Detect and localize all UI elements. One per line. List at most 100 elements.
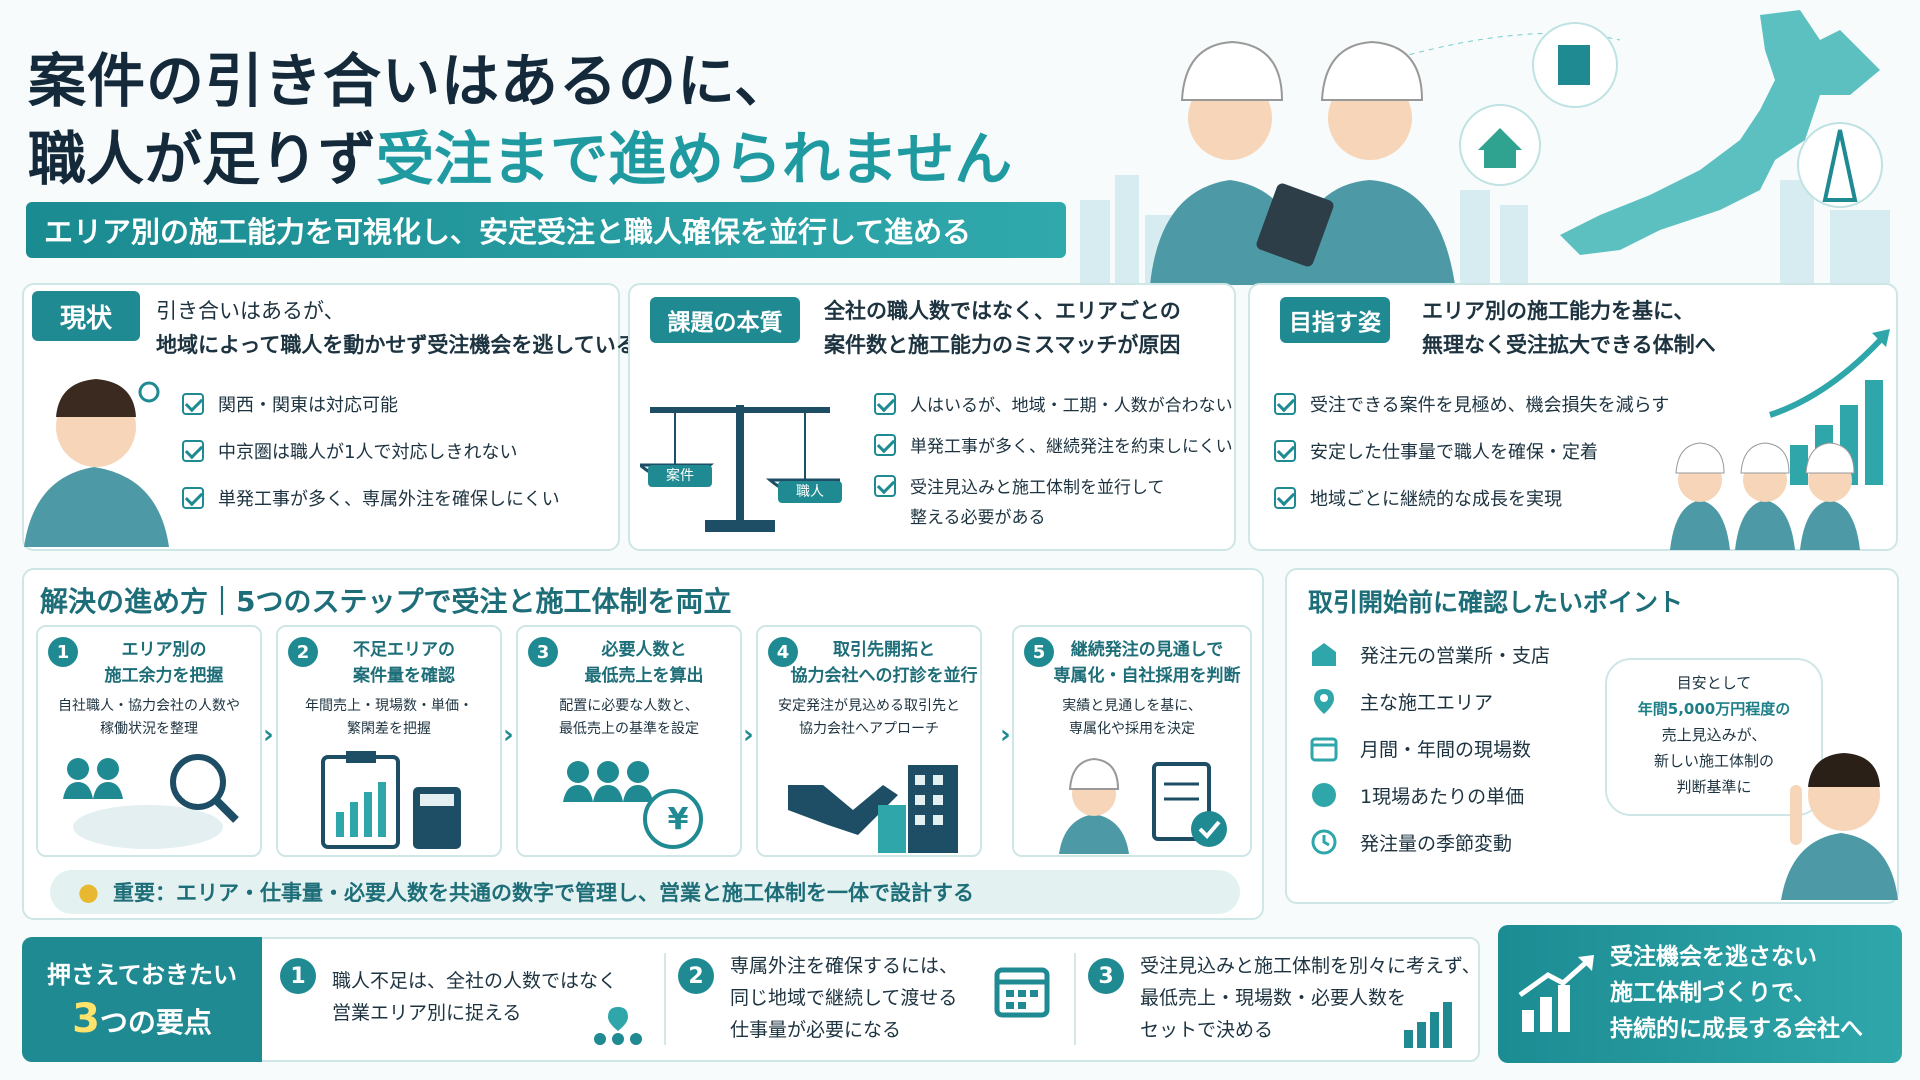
growth-team-illustration-icon — [1670, 329, 1890, 550]
check-icon — [1274, 393, 1296, 415]
page-title-line1: 案件の引き合いはあるのに、 — [28, 47, 794, 115]
key-point-number: 3 — [1088, 958, 1124, 994]
goal-check-2: 安定した仕事量で職人を確保・定着 — [1274, 438, 1598, 464]
step-card-4: 4 取引先開拓と協力会社への打診を並行 安定発注が見込める取引先と協力会社へアプ… — [756, 625, 982, 857]
bar-chart-icon — [1404, 1002, 1452, 1048]
step-arrow-icon: › — [743, 720, 754, 750]
step-arrow-icon: › — [263, 720, 274, 750]
check-icon — [1274, 440, 1296, 462]
current-tag: 現状 — [32, 291, 140, 341]
step-number: 5 — [1024, 637, 1054, 667]
scale-right-label: 職人 — [778, 481, 842, 503]
issue-line1: 全社の職人数ではなく、エリアごとの — [824, 299, 1181, 323]
step-arrow-icon: › — [1000, 720, 1011, 750]
step-desc: 実績と見通しを基に、専属化や採用を決定 — [1062, 698, 1202, 737]
key-point-3: 受注見込みと施工体制を別々に考えず、最低売上・現場数・必要人数をセットで決める — [1140, 955, 1481, 1041]
step-title: 取引先開拓と協力会社への打診を並行 — [790, 640, 978, 686]
steps-section-title: 解決の進め方｜5つのステップで受注と施工体制を両立 — [40, 585, 732, 618]
issue-check-2: 単発工事が多く、継続発注を約束しにくい — [874, 432, 1233, 457]
step-card-2: 2 不足エリアの案件量を確認 年間売上・現場数・単価・繁閑差を把握 — [276, 625, 502, 857]
current-check-2: 中京圏は職人が1人で対応しきれない — [182, 438, 517, 464]
step-number: 3 — [528, 637, 558, 667]
office-icon — [1310, 640, 1338, 668]
page-subtitle: エリア別の施工能力を可視化し、安定受注と職人確保を並行して進める — [26, 202, 1066, 258]
people-search-icon — [63, 754, 239, 849]
yen-icon: ¥ — [667, 802, 689, 837]
issue-panel: 課題の本質 全社の職人数ではなく、エリアごとの 案件数と施工能力のミスマッチが原… — [628, 283, 1236, 551]
worker-illustration-icon — [1150, 40, 1455, 285]
goal-check-3: 地域ごとに継続的な成長を実現 — [1274, 485, 1562, 511]
lightbulb-icon: ● — [78, 878, 99, 906]
step-desc: 年間売上・現場数・単価・繁閑差を把握 — [305, 698, 473, 737]
step-title: エリア別の施工余力を把握 — [104, 640, 224, 686]
point-item-5: 発注量の季節変動 — [1310, 828, 1512, 856]
pointing-worker-icon — [1781, 753, 1898, 900]
closing-message-banner: 受注機会を逃さない 施工体制づくりで、 持続的に成長する会社へ — [1498, 925, 1902, 1063]
page-title-line2: 職人が足りず受注まで進められません — [28, 125, 1013, 193]
scale-left-label: 案件 — [648, 465, 712, 487]
key-points-label: 押さえておきたい 3つの要点 — [22, 937, 262, 1062]
point-item-2: 主な施工エリア — [1310, 687, 1493, 715]
current-line1: 引き合いはあるが、 — [156, 299, 345, 323]
step-card-5: 5 継続発注の見通しで専属化・自社採用を判断 実績と見通しを基に、専属化や採用を… — [1012, 625, 1252, 857]
clipboard-calculator-icon — [321, 751, 461, 849]
check-icon — [182, 487, 204, 509]
step-desc: 配置に必要な人数と、最低売上の基準を設定 — [559, 698, 699, 737]
house-icon — [1478, 128, 1522, 168]
key-point-2: 専属外注を確保するには、同じ地域で継続して渡せる仕事量が必要になる — [730, 955, 959, 1041]
key-point-number: 1 — [280, 958, 316, 994]
handshake-building-icon — [788, 765, 958, 853]
divider — [1074, 953, 1076, 1045]
calendar-icon — [994, 967, 1050, 1018]
important-note: ●重要：エリア・仕事量・必要人数を共通の数字で管理し、営業と施工体制を一体で設計… — [50, 870, 1240, 914]
step-title: 必要人数と最低売上を算出 — [584, 640, 704, 686]
thinking-worker-icon — [24, 379, 169, 547]
point-item-1: 発注元の営業所・支店 — [1310, 640, 1550, 668]
key-point-1: 職人不足は、全社の人数ではなく営業エリア別に捉える — [332, 970, 618, 1024]
step-arrow-icon: › — [503, 720, 514, 750]
header-illustration — [1080, 10, 1890, 285]
check-icon — [874, 392, 896, 415]
growth-chart-icon — [1518, 955, 1594, 1032]
calendar-icon — [1310, 734, 1338, 762]
check-icon — [182, 393, 204, 415]
issue-line2: 案件数と施工能力のミスマッチが原因 — [824, 333, 1181, 357]
step-card-1: 1 エリア別の施工余力を把握 自社職人・協力会社の人数や稼働状況を整理 — [36, 625, 262, 857]
goal-tag: 目指す姿 — [1280, 297, 1390, 343]
divider — [664, 953, 666, 1045]
current-line2: 地域によって職人を動かせず受注機会を逃している — [156, 333, 637, 357]
clock-icon — [1310, 828, 1338, 856]
step-card-3: 3 必要人数と最低売上を算出 配置に必要な人数と、最低売上の基準を設定 ¥ — [516, 625, 742, 857]
issue-tag: 課題の本質 — [650, 297, 800, 343]
step-number: 4 — [768, 637, 798, 667]
point-item-3: 月間・年間の現場数 — [1310, 734, 1531, 762]
issue-check-3: 受注見込みと施工体制を並行して — [874, 473, 1165, 498]
worker-document-icon — [1059, 757, 1227, 854]
check-points-title: 取引開始前に確認したいポイント — [1308, 588, 1684, 617]
goal-line2: 無理なく受注拡大できる体制へ — [1422, 333, 1716, 357]
team-location-icon — [594, 1007, 642, 1045]
point-item-4: 1現場あたりの単価 — [1310, 781, 1524, 809]
current-status-panel: 現状 引き合いはあるが、 地域によって職人を動かせず受注機会を逃している 関西・… — [22, 283, 637, 551]
city-skyline-icon — [1080, 175, 1890, 285]
check-icon — [874, 474, 896, 497]
map-pin-icon — [1310, 687, 1338, 715]
tablet-icon — [1256, 183, 1334, 267]
step-desc: 安定発注が見込める取引先と協力会社へアプローチ — [778, 698, 960, 737]
check-icon — [874, 433, 896, 456]
goal-check-1: 受注できる案件を見極め、機会損失を減らす — [1274, 391, 1669, 417]
key-point-number: 2 — [678, 958, 714, 994]
money-icon — [1310, 781, 1338, 809]
issue-check-3-cont: 整える必要がある — [910, 508, 1046, 528]
step-desc: 自社職人・協力会社の人数や稼働状況を整理 — [58, 698, 240, 737]
current-check-1: 関西・関東は対応可能 — [182, 391, 398, 417]
step-number: 2 — [288, 637, 318, 667]
japan-map-icon — [1560, 10, 1880, 255]
closing-message: 受注機会を逃さない 施工体制づくりで、 持続的に成長する会社へ — [1610, 944, 1863, 1042]
check-icon — [182, 440, 204, 462]
building-icon — [1558, 45, 1590, 85]
step-number: 1 — [48, 637, 78, 667]
step-title: 継続発注の見通しで専属化・自社採用を判断 — [1053, 640, 1241, 686]
check-icon — [1274, 487, 1296, 509]
step-title: 不足エリアの案件量を確認 — [353, 640, 455, 686]
